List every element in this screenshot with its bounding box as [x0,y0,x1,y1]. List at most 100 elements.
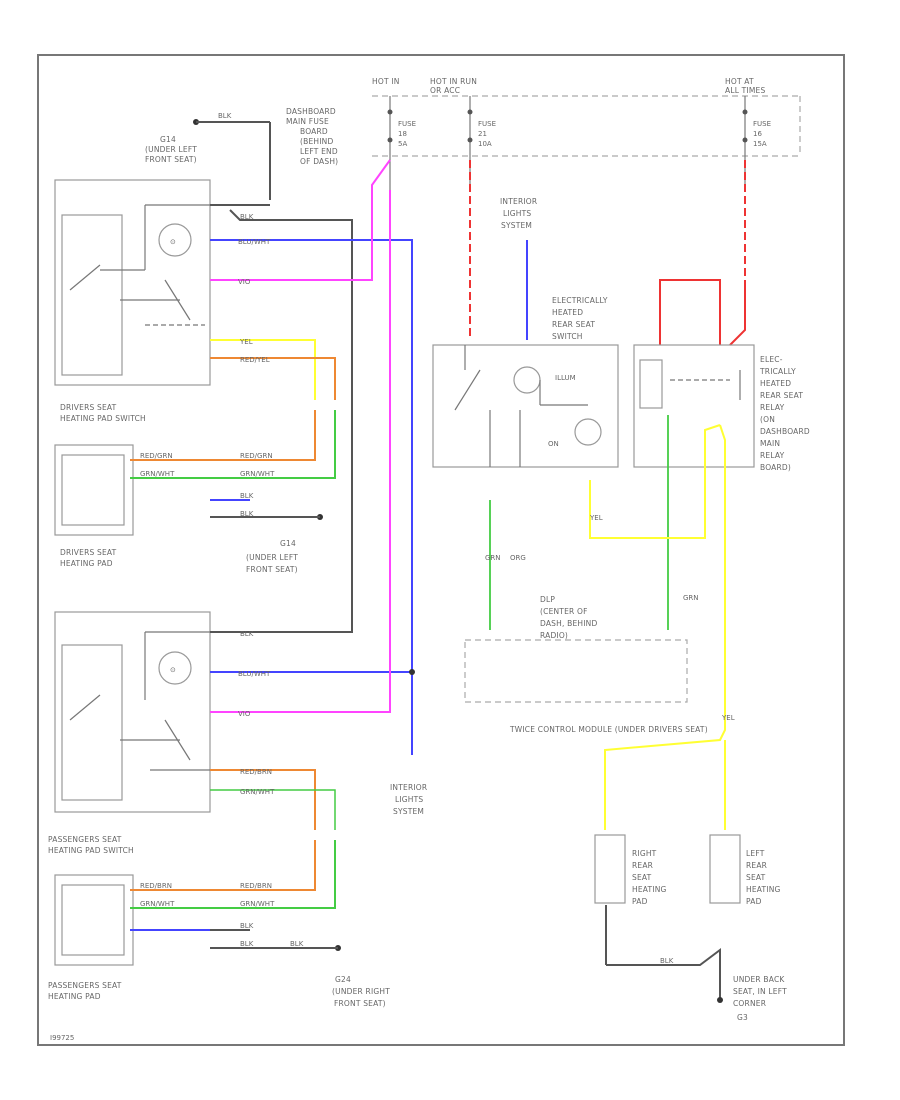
wire-red-yel: RED/YEL [240,356,270,364]
fuse-16-name: FUSE [753,120,771,128]
gbs-4: G3 [737,1013,748,1022]
rss-3: REAR SEAT [552,320,595,329]
fuse-16: FUSE 16 15A [742,96,771,190]
drivers-switch-label-1: DRIVERS SEAT [60,403,117,412]
rr-pad-4: HEATING [632,885,667,894]
dlp-1: DLP [540,595,555,604]
relay-9: RELAY [760,451,785,460]
illum-symbol: ⊙ [170,238,176,246]
wire-red-brn-b: RED/BRN [140,882,172,890]
red-wires [469,160,746,346]
ground-g14-top: BLK G14 (UNDER LEFT FRONT SEAT) [145,112,271,200]
hot-at-label-2: ALL TIMES [725,86,765,95]
left-rear-heating-pad: LEFT REAR SEAT HEATING PAD [709,834,781,906]
passengers-seat-switch: ⊙ PASSENGERS SEAT HEATING PAD SWITCH [48,611,211,855]
int-lights-t-3: SYSTEM [501,221,532,230]
rss-1: ELECTRICALLY [552,296,608,305]
wire-red-brn-a: RED/BRN [240,768,272,776]
int-lights-t-2: LIGHTS [503,209,531,218]
diagram-border [37,54,845,1046]
rear-seat-switch: ILLUM ON ELECTRICALLY HEATED REAR SEAT S… [432,296,619,468]
drivers-seat-pad: DRIVERS SEAT HEATING PAD [54,444,134,568]
g14-top-loc1: (UNDER LEFT [145,145,197,154]
wire-red-brn-c: RED/BRN [240,882,272,890]
dfb-3: BOARD [300,127,328,136]
dfb-1: DASHBOARD [286,107,336,116]
rear-seat-relay: ELEC- TRICALLY HEATED REAR SEAT RELAY (O… [633,344,810,472]
illum-symbol-2: ⊙ [170,666,176,674]
wire-blk-f: BLK [240,940,254,948]
rr-pad-3: SEAT [632,873,652,882]
g14-mid-loc2: FRONT SEAT) [246,565,298,574]
relay-5: RELAY [760,403,785,412]
pass-pad-label-1: PASSENGERS SEAT [48,981,122,990]
wire-vio-a: VIO [238,278,251,286]
gbs-1: UNDER BACK [733,975,785,984]
fuse-16-num: 16 [753,130,762,138]
relay-1: ELEC- [760,355,783,364]
illum-label: ILLUM [555,374,576,382]
wire-blk-b: BLK [240,492,254,500]
pass-org-grn-wires: RED/BRN GRN/WHT RED/BRN RED/BRN GRN/WHT … [130,768,336,909]
twice-control-module: TWICE CONTROL MODULE (UNDER DRIVERS SEAT… [464,639,708,734]
lr-pad-4: HEATING [746,885,781,894]
wire-yel-c: YEL [721,714,735,722]
wire-blk-h: BLK [660,957,674,965]
fuse-18: FUSE 18 5A [387,96,416,190]
rss-4: SWITCH [552,332,583,341]
drivers-yel-org-wires: YEL RED/YEL RED/GRN RED/GRN GRN/WHT GRN/… [130,338,336,479]
rr-pad-1: RIGHT [632,849,657,858]
gbs-2: SEAT, IN LEFT [733,987,787,996]
drivers-seat-switch: ⊙ DRIVERS SEAT HEATING PAD SWITCH [54,179,211,423]
wire-blk-top: BLK [218,112,232,120]
wire-blk-d: BLK [240,630,254,638]
dfb-6: OF DASH) [300,157,338,166]
fuse-21-name: FUSE [478,120,496,128]
hot-in-run-label-2: OR ACC [430,86,460,95]
relay-3: HEATED [760,379,791,388]
figure-code: I99725 [50,1034,74,1042]
wire-grn-wht-a: GRN/WHT [140,470,175,478]
dashboard-fuse-board-label: DASHBOARD MAIN FUSE BOARD (BEHIND LEFT E… [286,107,338,166]
wire-grn-wht-b: GRN/WHT [240,470,275,478]
fuse-21-num: 21 [478,130,487,138]
lr-pad-1: LEFT [746,849,765,858]
fuse-18-amp: 5A [398,140,407,148]
rr-pad-2: REAR [632,861,653,870]
lr-pad-2: REAR [746,861,767,870]
wire-red-grn-b: RED/GRN [240,452,273,460]
g14-mid-loc1: (UNDER LEFT [246,553,298,562]
int-lights-b-2: LIGHTS [395,795,423,804]
int-lights-b-1: INTERIOR [390,783,427,792]
fuse-bus: HOT IN HOT IN RUN OR ACC HOT AT ALL TIME… [372,77,801,190]
rss-2: HEATED [552,308,583,317]
wire-grn-wht-c: GRN/WHT [240,788,275,796]
wire-org: ORG [510,554,526,562]
int-lights-b-3: SYSTEM [393,807,424,816]
wire-vio-b: VIO [238,710,251,718]
hot-in-run-label-1: HOT IN RUN [430,77,477,86]
relay-7: DASHBOARD [760,427,810,436]
dlp-4: RADIO) [540,631,568,640]
drivers-pad-label-2: HEATING PAD [60,559,113,568]
pass-pad-label-2: HEATING PAD [48,992,101,1001]
wire-blk-a: BLK [240,213,254,221]
hot-in-run-label: HOT IN RUN OR ACC [430,77,480,95]
relay-6: (ON [760,415,775,424]
relay-4: REAR SEAT [760,391,803,400]
wire-grn-wht-d: GRN/WHT [140,900,175,908]
g24-loc2: FRONT SEAT) [334,999,386,1008]
dfb-5: LEFT END [300,147,338,156]
dlp-connector: DLP (CENTER OF DASH, BEHIND RADIO) [540,595,597,640]
wire-grn-a: GRN [485,554,501,562]
blue-wire: BLU/WHT BLU/WHT INTERIOR LIGHTS SYSTEM I… [130,197,537,931]
wire-blk-g: BLK [290,940,304,948]
passengers-seat-pad: PASSENGERS SEAT HEATING PAD [48,874,134,1001]
pass-switch-label-2: HEATING PAD SWITCH [48,846,134,855]
wire-red-grn-a: RED/GRN [140,452,173,460]
dfb-2: MAIN FUSE [286,117,329,126]
fuse-21-amp: 10A [478,140,492,148]
relay-2: TRICALLY [759,367,796,376]
wire-grn-b: GRN [683,594,699,602]
